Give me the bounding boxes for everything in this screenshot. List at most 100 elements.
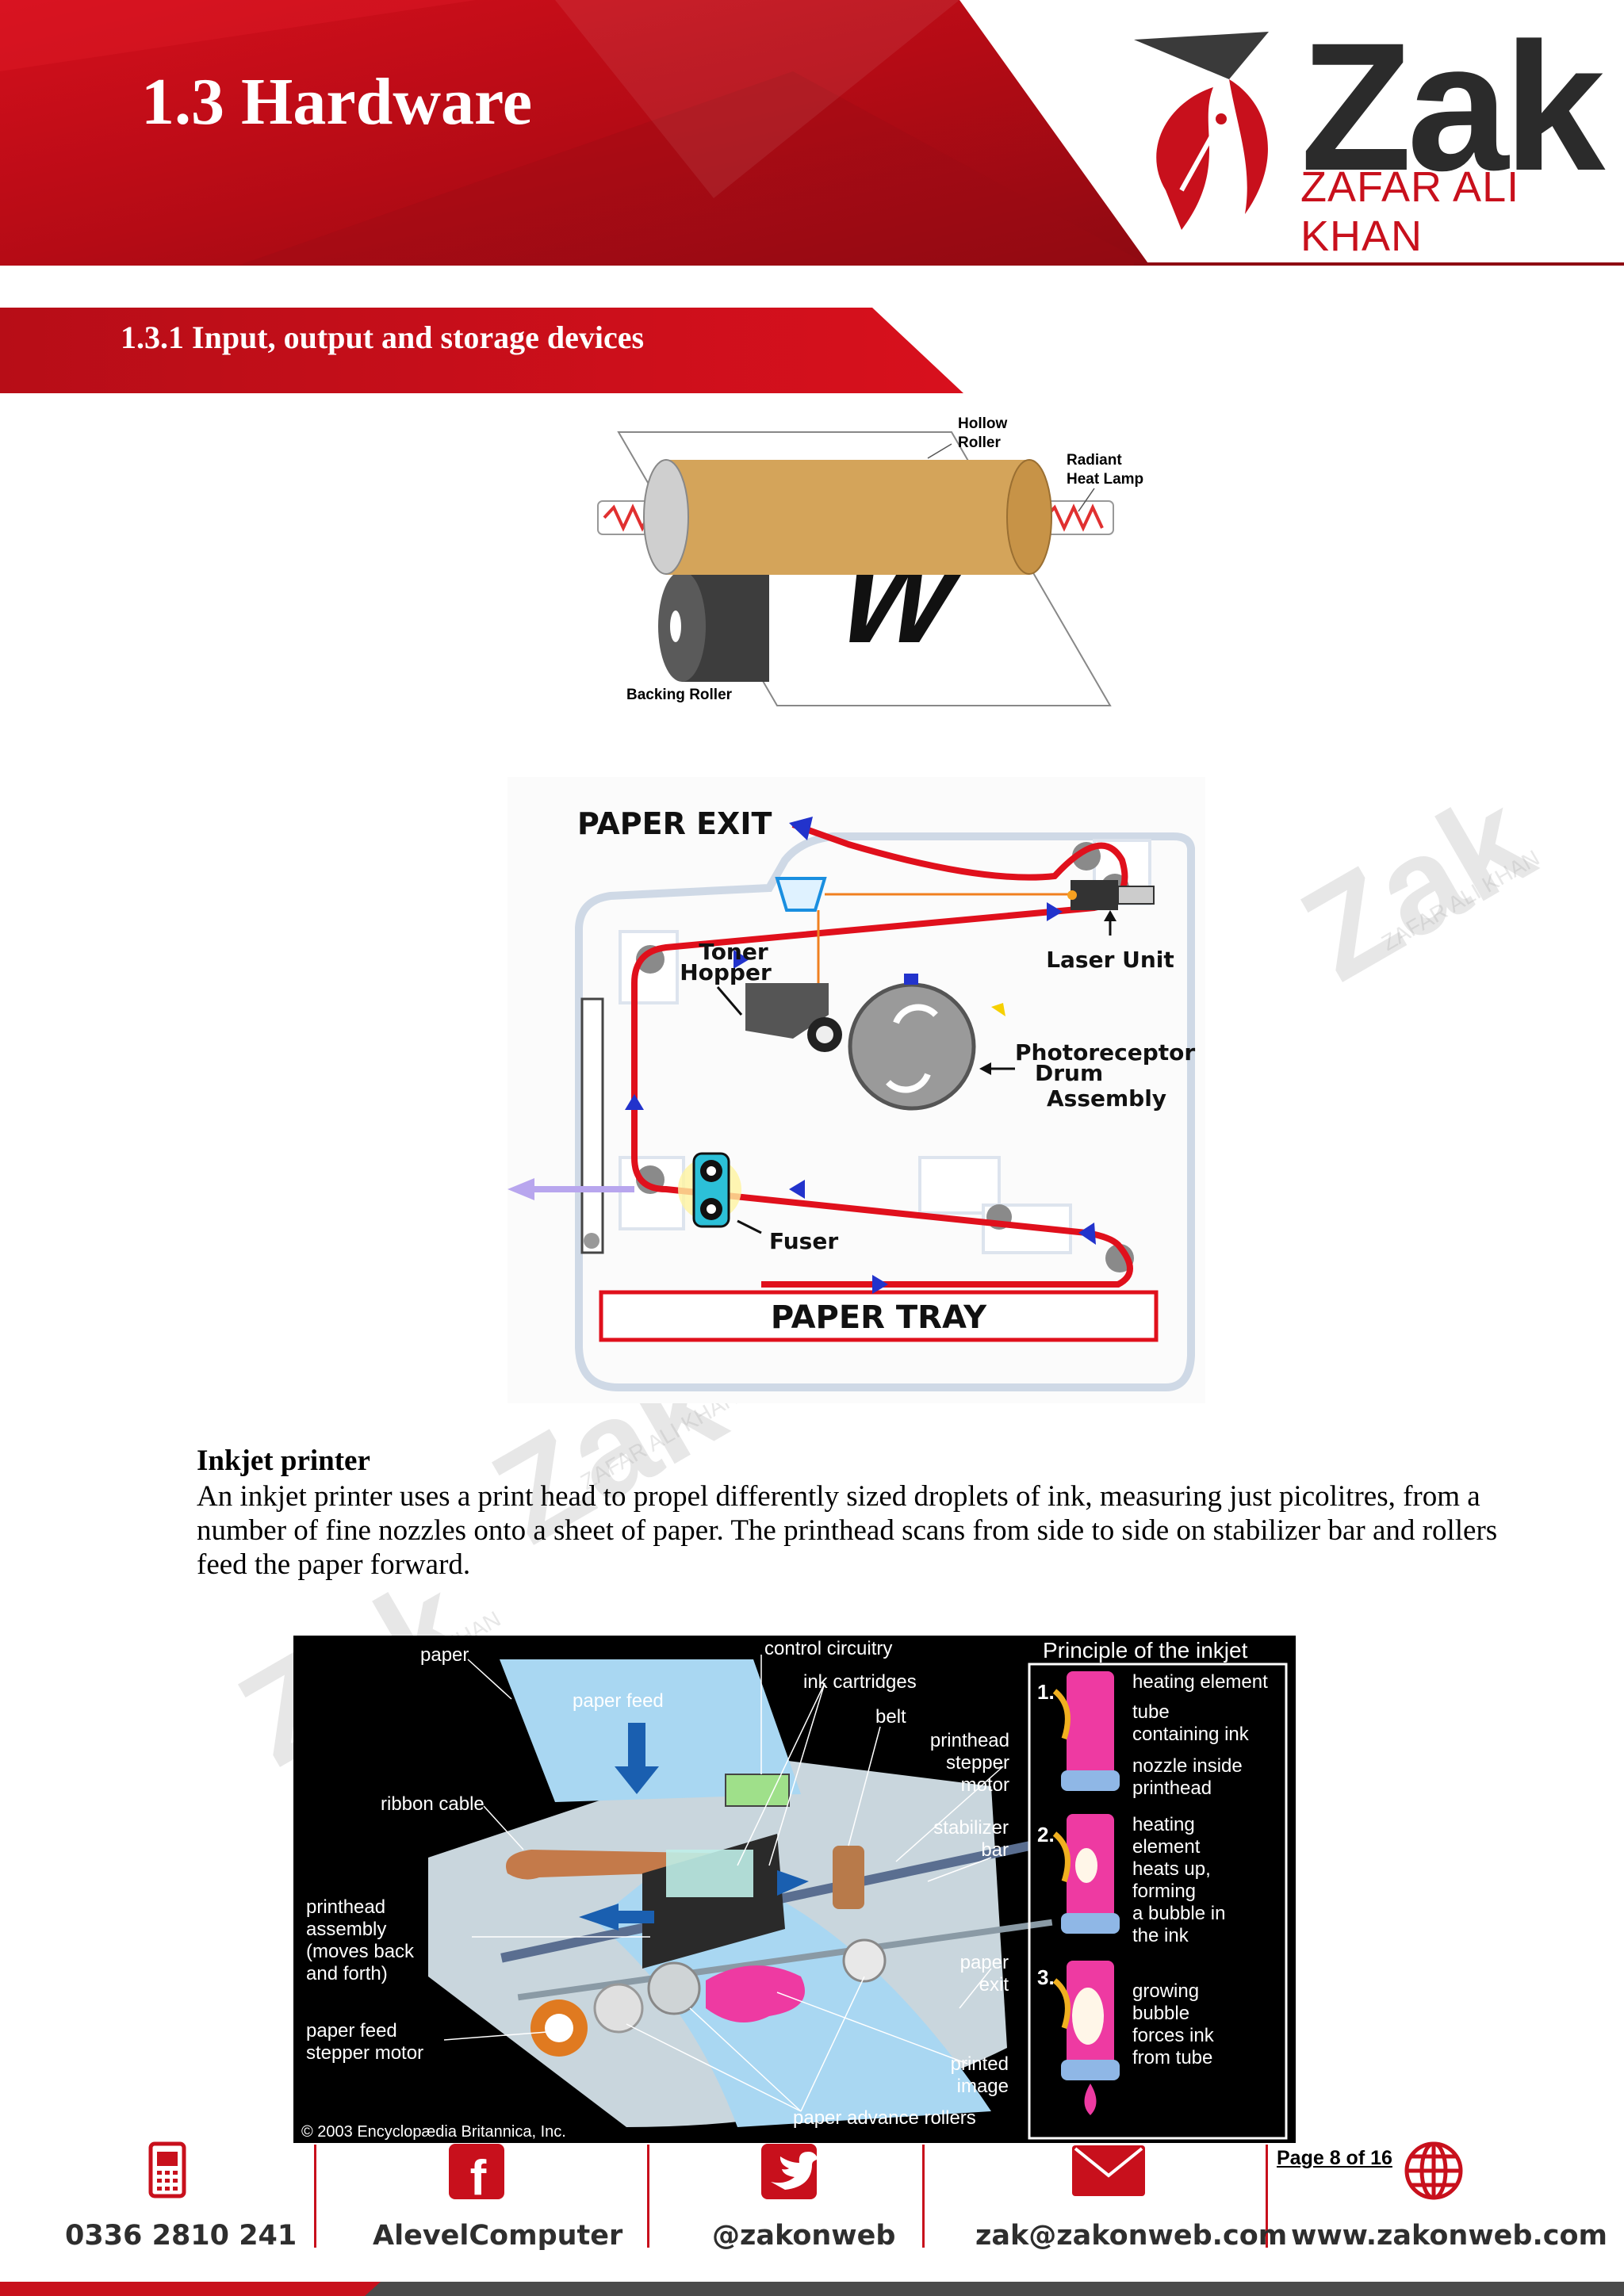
paper-sheet [500,1659,801,1802]
label-paper-feed: paper feed [573,1690,664,1712]
logo-name: Zak [1300,5,1605,209]
label-heat-lamp-1: Radiant [1067,452,1122,469]
label-ribbon-cable: ribbon cable [381,1793,485,1815]
label-paper-feed-stepper-1: paper feed [306,2020,397,2042]
toner-hopper [775,877,827,912]
ink-cartridges [666,1850,753,1897]
paper-tray [599,1290,1159,1342]
principle-step-1-line-5: printhead [1132,1777,1212,1799]
footer-website-link[interactable]: www.zakonweb.com [1291,2220,1608,2252]
principle-step-3-number: 3. [1037,1965,1055,1989]
heat-lamp-coil-right [1044,503,1104,532]
principle-step-2-line-4: forming [1132,1881,1196,1902]
label-printed-image-1: printed [951,2053,1009,2075]
label-heat-lamp-2: Heat Lamp [1067,471,1143,488]
footer-divider [647,2145,649,2248]
principle-step-1-line-1: heating element [1132,1671,1268,1693]
label-fuser: Fuser [769,1228,838,1254]
inkjet-heading: Inkjet printer [197,1445,370,1477]
page-title: 1.3 Hardware [141,65,533,139]
principle-title: Principle of the inkjet [1043,1638,1248,1663]
backing-roller [658,571,706,682]
label-photoreceptor-3: Assembly [1047,1085,1166,1112]
label-paper-feed-stepper-2: stepper motor [306,2042,423,2064]
twitter-icon [761,2144,817,2199]
principle-step-2-line-3: heats up, [1132,1858,1211,1880]
label-printhead-stepper-1: printhead [930,1730,1009,1751]
page-number: Page 8 of 16 [1277,2147,1392,2169]
label-toner-hopper-1: Toner [699,939,768,965]
fuser-diagram: W Hollow Roller Radiant Heat Lamp Backin… [597,415,1143,706]
footer-contact-row: 0336 2810 241 AlevelComputer @zakonweb z… [0,2220,1624,2260]
logo-subtitle: ZAFAR ALI KHAN [1300,163,1520,260]
footer-icon-row: f [148,2141,1463,2206]
label-printed-image-2: image [957,2076,1009,2097]
principle-step-3-line-1: growing [1132,1980,1199,2002]
principle-step-2-line-2: element [1132,1836,1201,1858]
control-circuitry [725,1774,790,1807]
phone-icon [148,2141,186,2198]
laser-unit [1071,880,1118,910]
principle-step-1-number: 1. [1037,1680,1055,1704]
label-printhead-assembly-3: (moves back [306,1941,415,1962]
principle-step-1-line-4: nozzle inside [1132,1755,1243,1777]
label-paper-exit: PAPER EXIT [577,806,772,841]
principle-step-2-line-6: the ink [1132,1925,1189,1946]
principle-step-3-line-4: from tube [1132,2047,1212,2068]
copyright-note: © 2003 Encyclopædia Britannica, Inc. [301,2123,566,2141]
principle-step-1-line-3: containing ink [1132,1724,1250,1745]
label-toner-hopper-2: Hopper [680,959,772,985]
footer-email-link[interactable]: zak@zakonweb.com [975,2220,1288,2252]
label-paper: paper [420,1644,469,1666]
label-photoreceptor-1: Photoreceptor [1015,1039,1195,1066]
label-laser-unit: Laser Unit [1046,947,1174,973]
footer-twitter-link[interactable]: @zakonweb [712,2220,896,2252]
laser-printer-diagram: PAPER TRAY Laser Unit Toner Hopper Photo… [508,777,1205,1403]
label-photoreceptor-2: Drum [1035,1060,1103,1086]
zak-logo-mark-icon [1134,32,1269,230]
footer-divider [1266,2145,1268,2248]
label-stabilizer-2: bar [981,1839,1009,1861]
svg-text:f: f [470,2151,487,2206]
principle-step-3-line-2: bubble [1132,2003,1189,2024]
label-paper-exit-2: exit [979,1974,1009,1996]
page-header: 1.3 Hardware Zak ZAFAR ALI KHAN [0,0,1624,270]
section-banner-shape [0,308,963,393]
label-paper-tray: PAPER TRAY [771,1299,987,1336]
footer-facebook-link[interactable]: AlevelComputer [373,2220,623,2252]
label-stabilizer-1: stabilizer [933,1817,1009,1839]
watermark-logo: Zak [1278,763,1555,1010]
footer-divider [922,2145,925,2248]
footer-bottom-bar [0,2282,1624,2296]
principle-step-2-number: 2. [1037,1823,1055,1846]
developer-unit [745,983,829,1039]
inkjet-paragraph: An inkjet printer uses a print head to p… [197,1480,1498,1581]
label-backing-roller: Backing Roller [626,687,733,703]
hollow-roller [666,460,1029,575]
footer-phone: 0336 2810 241 [65,2220,297,2252]
principle-step-3-line-3: forces ink [1132,2025,1215,2046]
inkjet-text-block: Inkjet printer An inkjet printer uses a … [197,1443,1529,1582]
label-paper-exit-1: paper [960,1952,1009,1973]
printed-image-shape [706,1965,805,2022]
label-control-circuitry: control circuitry [764,1638,892,1659]
label-printhead-assembly-4: and forth) [306,1963,388,1984]
label-paper-advance-rollers: paper advance rollers [793,2107,976,2129]
facebook-icon: f [449,2144,504,2206]
footer-divider [314,2145,316,2248]
label-printhead-stepper-3: motor [961,1774,1009,1796]
principle-step-2-line-1: heating [1132,1814,1195,1835]
section-heading: 1.3.1 Input, output and storage devices [121,320,645,355]
label-belt: belt [875,1706,906,1728]
label-hollow-roller-2: Roller [958,434,1001,451]
principle-panel [1028,1663,1288,2140]
label-ink-cartridges: ink cartridges [803,1671,917,1693]
label-printhead-assembly-2: assembly [306,1919,386,1940]
globe-icon [1404,2141,1463,2200]
principle-step-2-line-5: a bubble in [1132,1903,1225,1924]
inkjet-printer-diagram: paper paper feed control circuitry ink c… [293,1636,1296,2143]
label-hollow-roller-1: Hollow [958,415,1007,432]
header-banner-shape [0,0,1624,266]
label-printhead-assembly-1: printhead [306,1896,385,1918]
label-printhead-stepper-2: stepper [946,1752,1009,1774]
